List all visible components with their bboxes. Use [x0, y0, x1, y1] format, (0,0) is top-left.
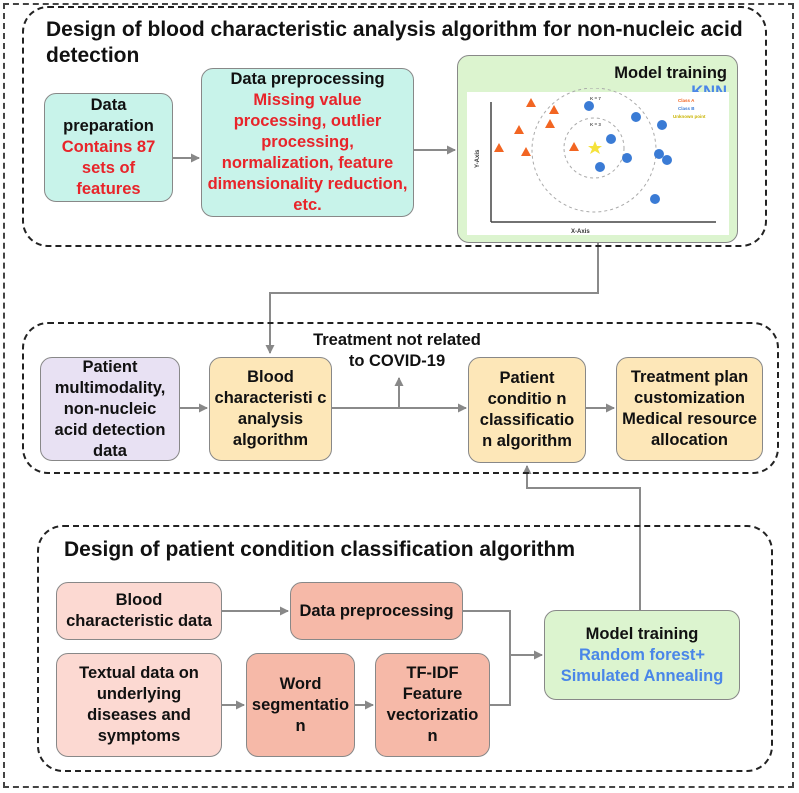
knn-class-b-points	[584, 101, 672, 204]
class-b-point	[622, 153, 632, 163]
knn-k3-label: K = 3	[590, 122, 601, 127]
data-preparation-box: Data preparation Contains 87 sets of fea…	[44, 93, 173, 202]
blood-algorithm-box: Blood characteristi c analysis algorithm	[209, 357, 332, 461]
patient-data-box: Patient multimodality, non-nucleic acid …	[40, 357, 180, 461]
middle-group	[22, 322, 779, 474]
data-preprocessing-detail: Missing value processing, outlier proces…	[207, 91, 408, 214]
knn-unknown-point	[588, 141, 602, 154]
blood-characteristic-data-text: Blood characteristic data	[66, 591, 212, 630]
class-a-point	[514, 125, 524, 134]
tfidf-box: TF-IDF Feature vectorizatio n	[375, 653, 490, 757]
knn-legend-unknown: Unknown point	[673, 114, 706, 119]
line-tfidf-join	[490, 655, 511, 706]
top-group-title: Design of blood characteristic analysis …	[46, 18, 743, 67]
treatment-plan-text: Treatment plan customization Medical res…	[622, 368, 757, 449]
blood-algorithm-text: Blood characteristi c analysis algorithm	[214, 368, 327, 449]
class-b-point	[657, 120, 667, 130]
blood-characteristic-data-box: Blood characteristic data	[56, 582, 222, 640]
class-b-point	[662, 155, 672, 165]
knn-x-axis-label: X-Axis	[571, 229, 590, 235]
knn-legend-class-a: Class A	[678, 98, 695, 103]
line-preprocess-join	[463, 610, 511, 655]
class-b-point	[584, 101, 594, 111]
knn-y-axis-label: Y-Axis	[475, 149, 481, 168]
condition-algorithm-text: Patient conditio n classificatio n algor…	[479, 369, 575, 450]
condition-algorithm-box: Patient conditio n classificatio n algor…	[468, 357, 586, 463]
data-preprocessing-title: Data preprocessing	[230, 70, 385, 88]
class-a-point	[569, 142, 579, 151]
knn-k7-label: K = 7	[590, 96, 601, 101]
data-preprocessing-box: Data preprocessing Missing value process…	[201, 68, 414, 217]
class-a-point	[526, 98, 536, 107]
class-b-point	[631, 112, 641, 122]
knn-plot: X-Axis Y-Axis K = 7 K = 3 Class A Class …	[467, 88, 729, 235]
knn-legend-class-b: Class B	[678, 106, 695, 111]
class-a-point	[494, 143, 504, 152]
tfidf-text: TF-IDF Feature vectorizatio n	[386, 664, 479, 745]
class-b-point	[606, 134, 616, 144]
data-preprocessing-bottom-box: Data preprocessing	[290, 582, 463, 640]
model-training-rf-box: Model training Random forest+ Simulated …	[544, 610, 740, 700]
word-segmentation-text: Word segmentatio n	[251, 674, 350, 735]
model-training-knn-box: Model training KNN X-Axis Y-Axis K = 7 K…	[457, 55, 738, 243]
treatment-plan-box: Treatment plan customization Medical res…	[616, 357, 763, 461]
bottom-group-title: Design of patient condition classificati…	[64, 538, 576, 561]
patient-data-text: Patient multimodality, non-nucleic acid …	[54, 357, 166, 460]
class-a-point	[521, 147, 531, 156]
textual-data-box: Textual data on underlying diseases and …	[56, 653, 222, 757]
data-preparation-detail: Contains 87 sets of features	[61, 138, 156, 198]
class-a-point	[549, 105, 559, 114]
model-training-rf-title: Model training	[585, 624, 699, 643]
model-training-rf-method: Random forest+ Simulated Annealing	[560, 645, 724, 685]
knn-class-a-points	[494, 98, 579, 156]
data-preparation-title: Data preparation	[63, 96, 154, 135]
class-b-point	[595, 162, 605, 172]
class-a-point	[545, 119, 555, 128]
textual-data-text: Textual data on underlying diseases and …	[79, 664, 199, 745]
word-segmentation-box: Word segmentatio n	[246, 653, 355, 757]
model-training-title: Model training	[614, 64, 727, 82]
knn-circle-k3	[563, 117, 625, 179]
class-b-point	[650, 194, 660, 204]
data-preprocessing-bottom-text: Data preprocessing	[299, 601, 454, 620]
arrow-training-to-condition	[522, 465, 641, 610]
treatment-note: Treatment not related to COVID-19	[313, 331, 481, 370]
bottom-group	[37, 525, 773, 772]
class-b-point	[654, 149, 664, 159]
top-group	[22, 6, 767, 247]
outer-frame	[3, 3, 794, 788]
